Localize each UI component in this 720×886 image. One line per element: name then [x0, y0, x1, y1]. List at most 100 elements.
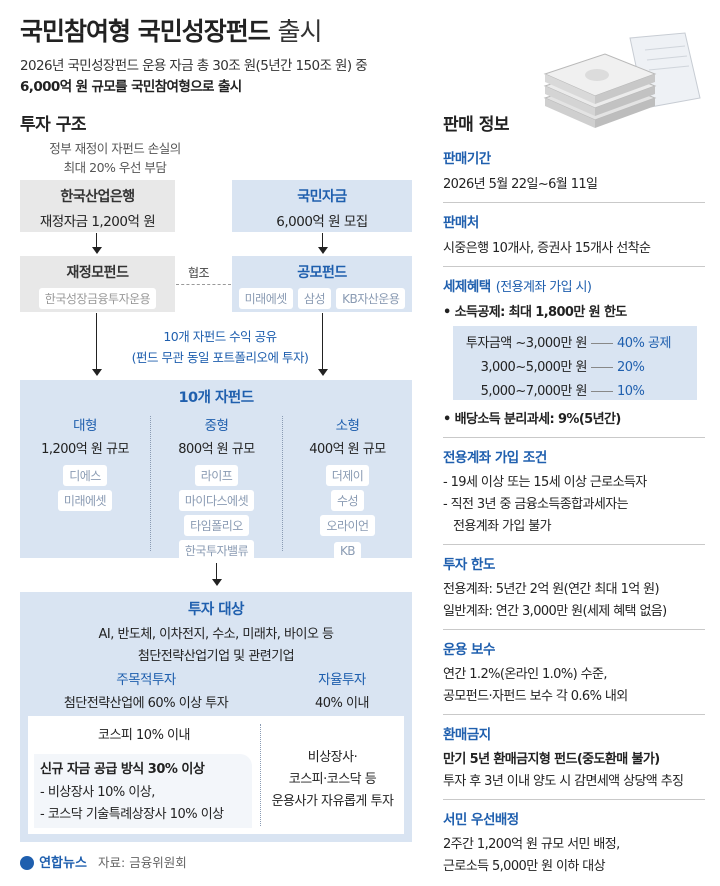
arrow-citizen-head [318, 247, 328, 254]
subfund-manager: 라이프 [194, 465, 239, 486]
focus-investment: 주목적투자 첨단전략산업에 60% 이상 투자 [20, 668, 272, 711]
subfund-manager: 오라이언 [320, 515, 375, 536]
footer-logo: 연합뉴스 [39, 856, 87, 871]
subfund-manager: 수성 [330, 490, 365, 511]
priority-head: 서민 우선배정 [443, 812, 519, 828]
coop-line [176, 284, 231, 285]
subfund-manager: 더제이 [325, 465, 370, 486]
limit-line: 일반계좌: 연간 3,000만 원(세제 혜택 없음) [443, 604, 667, 619]
group-name: 대형 [73, 418, 97, 434]
footer-source: 자료: 금융위원회 [98, 855, 187, 870]
account-line: - 19세 이상 또는 15세 이상 근로소득자 [443, 475, 647, 490]
tax-connector [591, 391, 613, 392]
kospi-limit: 코스피 10% 이내 [98, 728, 190, 743]
arrow-kdb-head [92, 247, 102, 254]
subfund-manager: KB [333, 542, 362, 560]
share-note: 10개 자펀드 수익 공유 (펀드 무관 동일 포트폴리오에 투자) [110, 326, 330, 366]
loss-note: 정부 재정이 자펀드 손실의 최대 20% 우선 부담 [20, 138, 210, 176]
redemption-head: 환매금지 [443, 727, 491, 743]
loss-note-line-2: 최대 20% 우선 부담 [63, 160, 167, 175]
subfund-manager: 타임폴리오 [184, 515, 249, 536]
kdb-box: 한국산업은행 재정자금 1,200억 원 [20, 180, 175, 232]
public-fund-box: 공모펀드 미래에셋 삼성 KB자산운용 [232, 256, 412, 312]
free-name: 자율투자 [318, 672, 366, 688]
tax-dividend: • 배당소득 분리과세: 9%(5년간) [443, 412, 621, 427]
share-note-line-1: 10개 자펀드 수익 공유 [163, 329, 277, 344]
group-name: 중형 [204, 418, 229, 434]
public-fund-title: 공모펀드 [297, 265, 347, 281]
mother-fund-manager: 한국성장금융투자운용 [38, 288, 157, 309]
subfunds-divider [150, 416, 151, 551]
share-note-line-2: (펀드 무관 동일 포트폴리오에 투자) [131, 350, 309, 365]
priority-line: 2주간 1,200억 원 규모 서민 배정, [443, 837, 620, 852]
section-divider [443, 202, 705, 203]
period-line: 2026년 5월 22일~6월 11일 [443, 177, 598, 192]
redemption-line: 투자 후 3년 이내 양도 시 감면세액 상당액 추징 [443, 774, 684, 789]
subtitle-line-1: 2026년 국민성장펀드 운용 자금 총 30조 원(5년간 150조 원) 중 [20, 58, 368, 74]
group-size: 800억 원 규모 [178, 442, 255, 457]
tax-connector [591, 343, 613, 344]
free-detail-line: 비상장사· [307, 750, 358, 765]
arrow-public-down [322, 313, 323, 371]
focus-name: 주목적투자 [116, 672, 176, 688]
subtitle-line-2: 6,000억 원 규모를 국민참여형으로 출시 [20, 79, 242, 95]
tax-connector [591, 367, 613, 368]
account-head: 전용계좌 가입 조건 [443, 450, 547, 466]
title-main: 국민참여형 국민성장펀드 [20, 17, 271, 46]
subfunds-title: 10개 자펀드 [178, 390, 254, 406]
free-detail-line: 운용사가 자유롭게 투자 [271, 794, 394, 809]
arrow-public-head [318, 369, 328, 376]
target-title: 투자 대상 [188, 602, 244, 618]
new-fund-title: 신규 자금 공급 방식 30% 이상 [40, 762, 205, 777]
period-head: 판매기간 [443, 151, 491, 167]
free-detail-line: 코스피·코스닥 등 [288, 772, 377, 787]
mother-fund-title: 재정모펀드 [66, 265, 129, 281]
target-panel: 투자 대상 AI, 반도체, 이차전지, 수소, 미래차, 바이오 등 첨단전략… [20, 592, 412, 842]
section-divider [443, 799, 705, 800]
target-detail-box: 코스피 10% 이내 신규 자금 공급 방식 30% 이상 - 비상장사 10%… [28, 716, 404, 834]
section-divider [443, 629, 705, 630]
subfund-manager: 마이다스에셋 [178, 490, 255, 511]
limit-head: 투자 한도 [443, 557, 495, 573]
subfund-group-medium: 중형 800억 원 규모 라이프 마이다스에셋 타임폴리오 한국투자밸류 [151, 414, 282, 561]
account-line: - 직전 3년 중 금융소득종합과세자는 [443, 497, 629, 512]
tax-rate: 20% [617, 360, 645, 375]
fee-line: 공모펀드·자펀드 보수 각 0.6% 내외 [443, 689, 628, 704]
group-name: 소형 [335, 418, 360, 434]
target-line-2: 첨단전략산업기업 및 관련기업 [137, 649, 295, 664]
money-stack-illustration [543, 32, 701, 128]
limit-line: 전용계좌: 5년간 2억 원(연간 최대 1억 원) [443, 582, 660, 597]
subfund-group-large: 대형 1,200억 원 규모 디에스 미래에셋 [20, 414, 150, 511]
focus-line: 첨단전략산업에 60% 이상 투자 [63, 696, 229, 711]
sales-heading: 판매 정보 [443, 115, 509, 135]
account-line: 전용계좌 가입 불가 [453, 519, 552, 534]
tax-deduction: • 소득공제: 최대 1,800만 원 한도 [443, 305, 627, 320]
seller-line: 시중은행 10개사, 증권사 15개사 선착순 [443, 241, 651, 256]
arrow-citizen-down [322, 233, 323, 249]
tax-head: 세제혜택 [443, 279, 491, 295]
tax-head-row: 세제혜택 (전용계좌 가입 시) [443, 275, 705, 295]
target-line-1: AI, 반도체, 이차전지, 수소, 미래차, 바이오 등 [98, 627, 334, 642]
free-investment: 자율투자 40% 이내 [272, 668, 412, 711]
subfunds-divider [282, 416, 283, 551]
new-fund-item: - 코스닥 기술특례상장사 10% 이상 [40, 807, 224, 822]
group-size: 400억 원 규모 [309, 442, 386, 457]
new-fund-item: - 비상장사 10% 이상, [40, 785, 155, 800]
fee-head: 운용 보수 [443, 642, 495, 658]
citizen-title: 국민자금 [297, 189, 347, 205]
citizen-amount: 6,000억 원 모집 [276, 214, 368, 230]
structure-heading: 투자 구조 [20, 115, 86, 135]
section-divider [443, 714, 705, 715]
section-divider [443, 266, 705, 267]
section-divider [443, 437, 705, 438]
seller-head: 판매처 [443, 215, 479, 231]
footer: 연합뉴스 자료: 금융위원회 [20, 852, 187, 871]
tax-rate: 10% [617, 384, 645, 399]
title-suffix: 출시 [277, 17, 322, 46]
public-fund-manager: 삼성 [297, 288, 331, 309]
arrow-mother-down [96, 313, 97, 371]
yonhap-logo-icon [20, 855, 34, 870]
loss-note-line-1: 정부 재정이 자펀드 손실의 [49, 141, 181, 156]
